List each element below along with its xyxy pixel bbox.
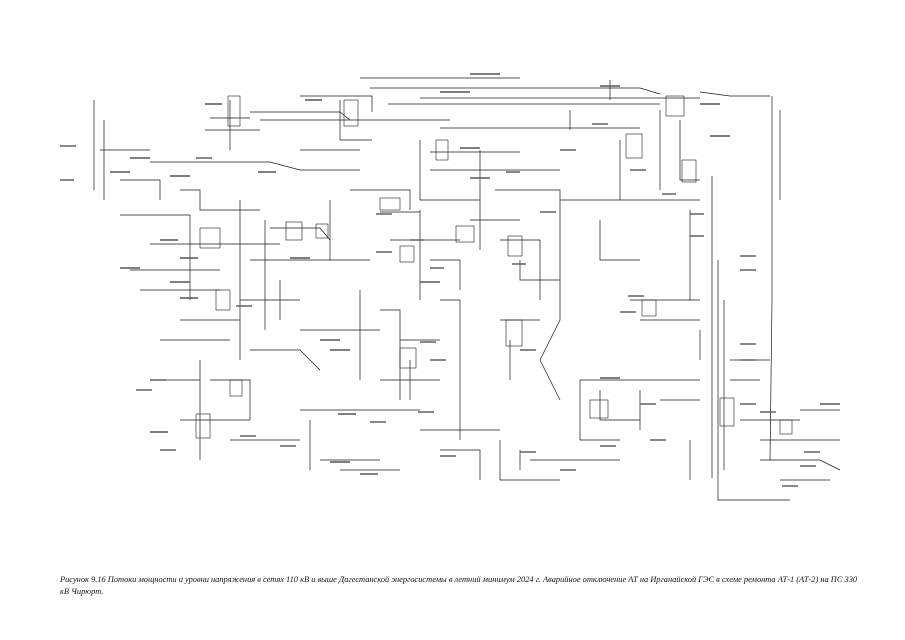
schematic-lines [93,77,841,501]
substation-blocks [195,95,793,439]
annotation-marks [60,73,840,487]
figure-caption: Рисунок 9.16 Потоки мощности и уровни на… [60,575,858,596]
power-grid-schematic [60,73,841,501]
